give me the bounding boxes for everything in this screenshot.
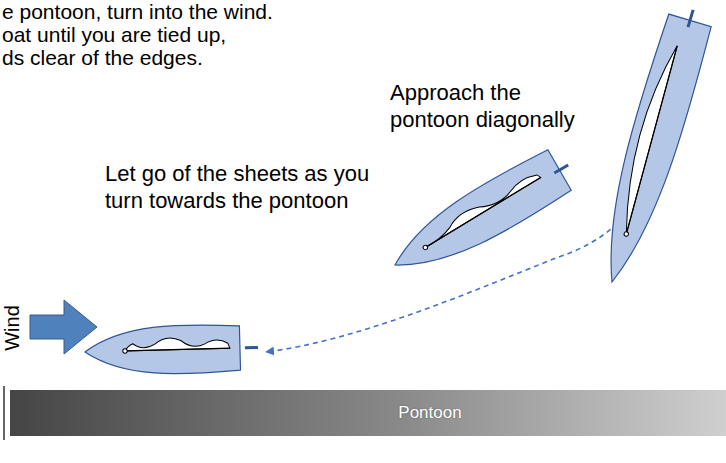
hull <box>84 324 240 376</box>
boom <box>125 348 230 351</box>
dinghy <box>382 143 581 287</box>
dinghy <box>589 3 717 289</box>
mast <box>422 244 428 250</box>
pontoon-band: Pontoon <box>10 390 726 436</box>
pontoon-name: Pontoon <box>398 403 461 423</box>
instruction-text: ds clear of the edges. <box>2 46 203 69</box>
tiller <box>245 346 258 349</box>
callout-text: Approach the pontoon diagonally <box>390 79 595 133</box>
mast <box>624 231 629 236</box>
sail <box>612 43 682 234</box>
instruction-text: e pontoon, turn into the wind. <box>2 0 273 23</box>
tiller <box>688 10 693 27</box>
mast <box>123 349 128 354</box>
boom <box>424 177 542 247</box>
dinghy <box>84 323 258 376</box>
boom <box>621 46 682 234</box>
wind-label: Wind <box>1 298 23 358</box>
hull <box>382 148 572 287</box>
sail <box>125 336 230 351</box>
sail <box>420 171 542 248</box>
tiller <box>554 165 568 173</box>
instruction-text: oat until you are tied up, <box>2 23 226 46</box>
callout-text: Let go of the sheets as you turn towards… <box>105 160 393 214</box>
hull <box>589 13 713 288</box>
pontoon-edge <box>3 386 4 440</box>
wind-arrow <box>30 300 97 354</box>
